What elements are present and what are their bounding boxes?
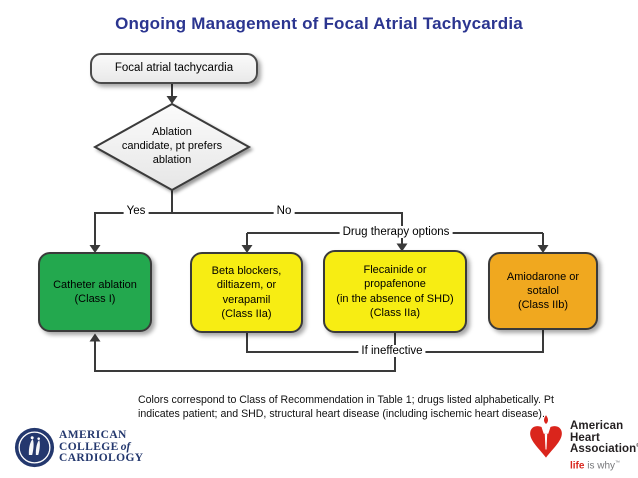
node-beta-blockers-class-iia: Beta blockers, diltiazem, or verapamil (… [190, 252, 303, 333]
aha-tagline: life is why™ [570, 460, 638, 471]
aha-line-heart: Heart [570, 431, 600, 444]
branch-label-no: No [273, 205, 295, 217]
trademark-mark: ™ [615, 459, 621, 466]
footnote-text: Colors correspond to Class of Recommenda… [138, 394, 554, 420]
node-amiodarone-sotalol-class-iib: Amiodarone or sotalol (Class IIb) [488, 252, 598, 330]
if-ineffective-label: If ineffective [358, 345, 426, 357]
arrowheads [89, 96, 549, 342]
aha-tagline-life: life [570, 459, 585, 471]
decision-ablation-candidate: Ablation candidate, pt prefers ablation [100, 125, 244, 169]
acc-line-american: AMERICAN [59, 428, 127, 441]
node-catheter-ablation-class-i: Catheter ablation (Class I) [38, 252, 152, 332]
acc-emblem-icon [14, 427, 55, 468]
drug-therapy-options-label: Drug therapy options [339, 226, 453, 238]
acc-line-cardiology: CARDIOLOGY [59, 452, 144, 465]
node-label: Flecainide or propafenone (in the absenc… [336, 263, 454, 319]
node-label: Amiodarone or sotalol (Class IIb) [506, 270, 580, 312]
node-label: Beta blockers, diltiazem, or verapamil (… [211, 264, 282, 320]
page-title: Ongoing Management of Focal Atrial Tachy… [115, 14, 523, 33]
aha-line-association: Association® [570, 443, 638, 456]
node-label: Catheter ablation (Class I) [53, 278, 137, 305]
aha-line-american: American [570, 420, 624, 432]
aha-tagline-rest: is why [584, 459, 616, 471]
aha-heart-torch-icon [530, 415, 562, 458]
aha-logo: American Heart Association® life is why™ [526, 415, 638, 471]
node-focal-atrial-tachycardia: Focal atrial tachycardia [90, 53, 258, 84]
registered-mark: ® [636, 443, 638, 449]
diamond-shape [92, 102, 252, 192]
branch-label-yes: Yes [123, 205, 149, 217]
node-flecainide-propafenone-class-iia: Flecainide or propafenone (in the absenc… [323, 250, 467, 333]
decision-label: Ablation candidate, pt prefers ablation [121, 126, 223, 166]
aha-wordmark: American Heart Association® life is why™ [570, 415, 638, 471]
acc-of: of [120, 440, 131, 453]
node-label: Focal atrial tachycardia [114, 62, 234, 75]
